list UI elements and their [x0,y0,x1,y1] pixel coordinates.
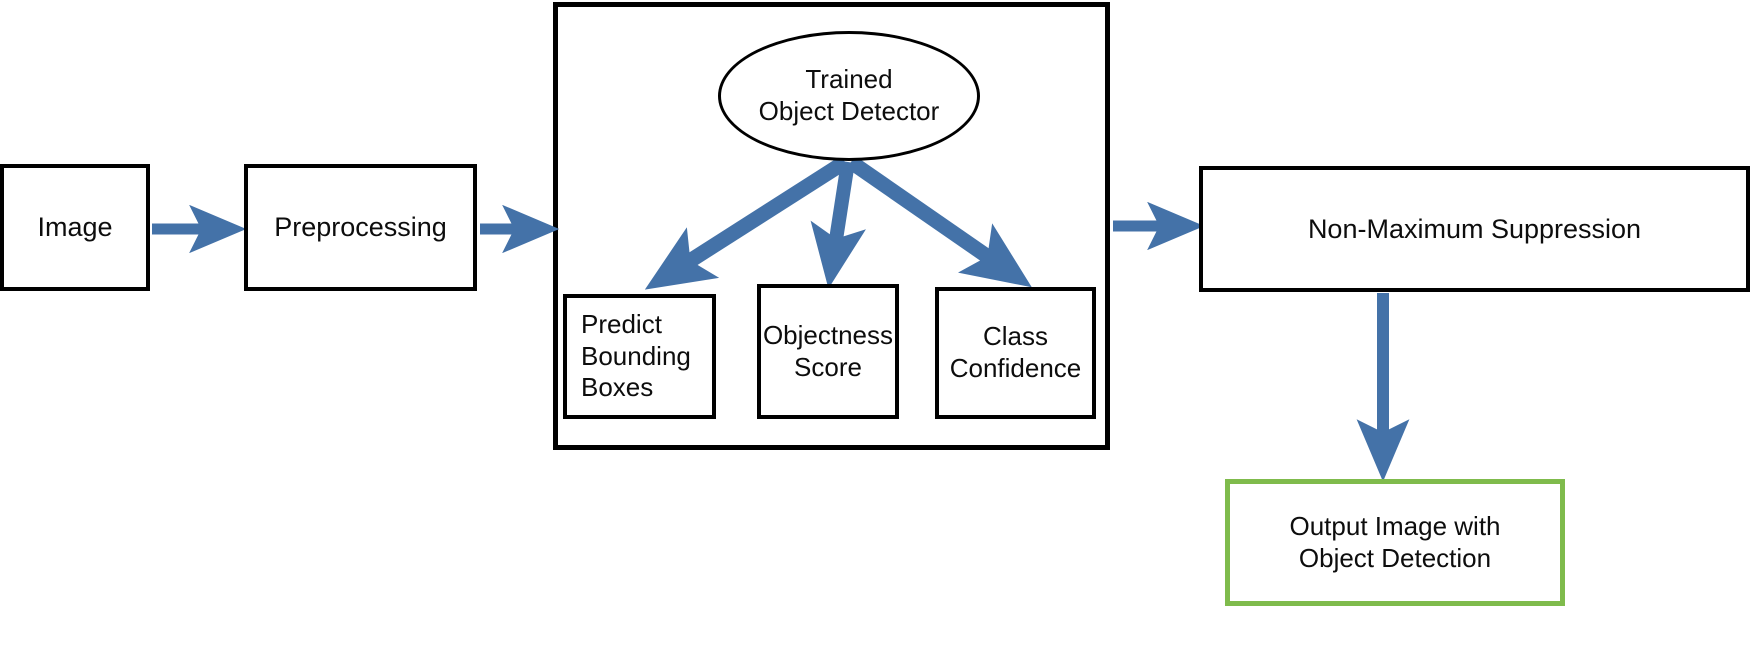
node-image[interactable]: Image [0,164,150,291]
node-class-confidence[interactable]: Class Confidence [935,287,1096,419]
node-preprocessing[interactable]: Preprocessing [244,164,477,291]
node-output-image-label: Output Image with Object Detection [1289,510,1501,573]
node-objectness-score[interactable]: Objectness Score [757,284,899,419]
node-trained-object-detector[interactable]: Trained Object Detector [718,31,980,161]
node-non-maximum-suppression[interactable]: Non-Maximum Suppression [1199,166,1750,292]
node-image-label: Image [37,212,113,243]
node-objectness-score-label: Objectness Score [762,319,894,382]
node-non-maximum-suppression-label: Non-Maximum Suppression [1307,213,1642,244]
node-class-confidence-label: Class Confidence [949,321,1082,383]
node-predict-bounding-boxes[interactable]: Predict Bounding Boxes [563,294,716,419]
node-preprocessing-label: Preprocessing [274,212,447,243]
node-predict-bounding-boxes-label: Predict Bounding Boxes [581,308,691,403]
node-output-image[interactable]: Output Image with Object Detection [1225,479,1565,606]
node-trained-object-detector-label: Trained Object Detector [758,64,940,126]
